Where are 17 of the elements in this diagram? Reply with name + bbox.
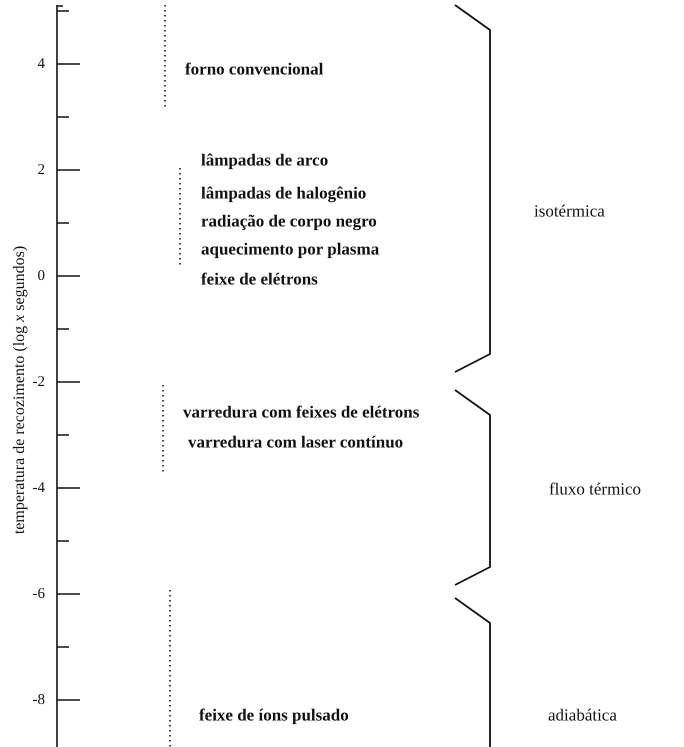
regime-label: fluxo térmico (549, 480, 642, 500)
method-label: varredura com feixes de elétrons (183, 404, 420, 422)
tick-label: 2 (36, 162, 45, 178)
method-label: radiação de corpo negro (201, 212, 377, 232)
tick-label: -6 (32, 586, 45, 602)
regime-label: adiabática (548, 706, 617, 726)
tick-label: 4 (36, 56, 45, 72)
method-label: varredura com laser contínuo (188, 434, 404, 452)
method-label: feixe de elétrons (201, 270, 318, 290)
method-label: forno convencional (185, 60, 324, 80)
tick-label: -8 (32, 692, 45, 708)
axis-title: temperatura de recozimento (log x segundos) (11, 246, 29, 534)
method-label: aquecimento por plasma (201, 240, 380, 260)
method-label: lâmpadas de arco (201, 152, 328, 170)
regime-label: isotérmica (534, 202, 605, 222)
method-label: lâmpadas de halogênio (201, 184, 366, 204)
method-label: feixe de íons pulsado (199, 706, 349, 726)
